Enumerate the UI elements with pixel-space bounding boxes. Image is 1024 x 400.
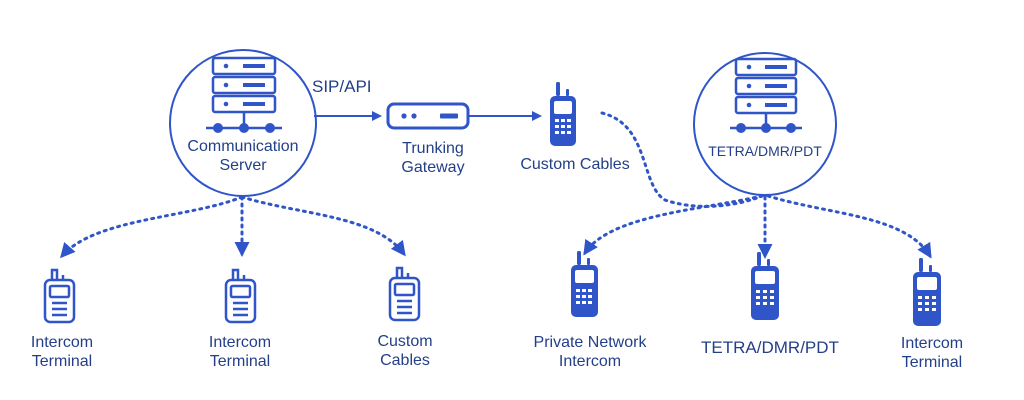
communication-server-label: Communication Server	[187, 138, 299, 174]
radio-outline-icon	[224, 268, 257, 324]
server-rack-icon	[730, 57, 802, 133]
radio-icon	[571, 251, 598, 317]
top-radio-label: Custom Cables	[520, 156, 630, 173]
radio-icon	[751, 252, 779, 320]
radio-outline-icon	[43, 268, 76, 324]
server-rack-icon	[206, 56, 282, 133]
intercom-terminal-label: Intercom Terminal	[900, 335, 964, 371]
tetra-distribution-links	[583, 111, 932, 259]
gateway-label: Trunking Gateway	[401, 140, 465, 176]
terminal-2-label: Intercom Terminal	[208, 334, 272, 370]
radio-icon	[913, 258, 941, 326]
protocol-label: SIP/API	[312, 77, 372, 96]
radio-icon	[550, 82, 576, 146]
gateway-device-icon	[386, 102, 470, 130]
terminal-3-label: Custom Cables	[377, 333, 433, 369]
tetra-server-label: TETRA/DMR/PDT	[708, 143, 822, 159]
tetra-radio-label: TETRA/DMR/PDT	[701, 338, 839, 357]
radio-outline-icon	[388, 266, 421, 322]
tetra-server-node	[693, 52, 837, 196]
server-distribution-links	[60, 195, 406, 259]
private-network-label: Private Network Intercom	[533, 334, 647, 370]
terminal-1-label: Intercom Terminal	[30, 334, 94, 370]
